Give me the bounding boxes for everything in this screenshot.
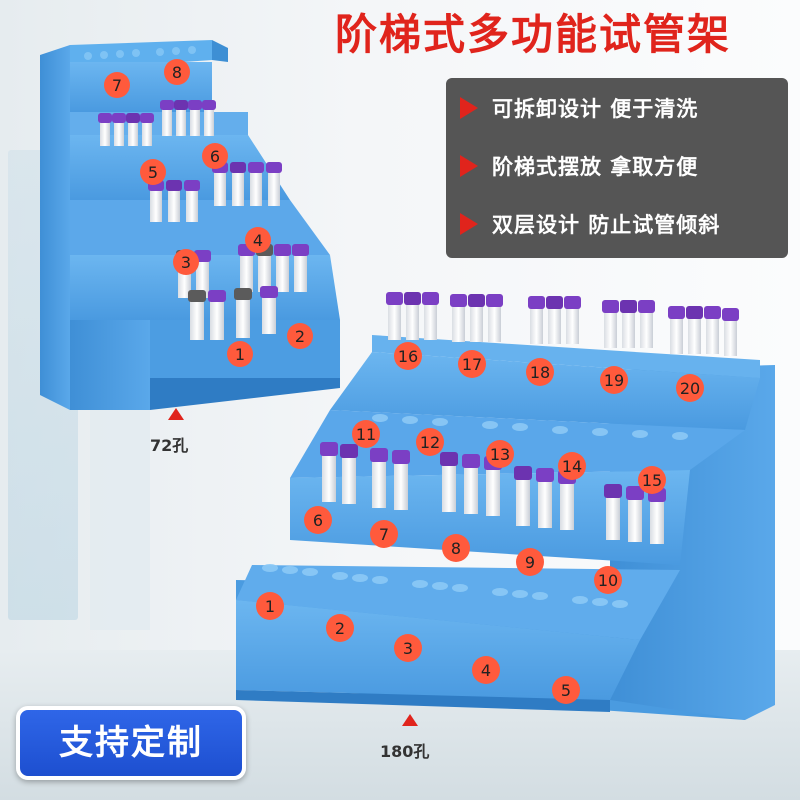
- slot-number-badge: 3: [173, 249, 199, 275]
- feature-text: 阶梯式摆放 拿取方便: [492, 155, 699, 179]
- slot-number-badge: 16: [394, 342, 422, 370]
- svg-text:5: 5: [561, 681, 571, 700]
- slot-number-badge: 2: [287, 323, 313, 349]
- play-triangle-icon: [460, 97, 478, 119]
- up-arrow-icon: [402, 714, 418, 726]
- svg-text:7: 7: [112, 76, 122, 95]
- large-rack-tubes: [320, 292, 739, 544]
- play-triangle-icon: [460, 213, 478, 235]
- slot-number-badge: 6: [304, 506, 332, 534]
- svg-text:9: 9: [525, 553, 535, 572]
- svg-text:15: 15: [642, 471, 662, 490]
- slot-number-badge: 18: [526, 358, 554, 386]
- feature-text: 可拆卸设计 便于清洗: [492, 97, 699, 121]
- small-rack: [40, 40, 340, 410]
- svg-text:1: 1: [265, 597, 275, 616]
- small-rack-number-badges: 7 8 5 6 3 4 1 2: [104, 59, 313, 367]
- svg-text:8: 8: [451, 539, 461, 558]
- svg-text:5: 5: [148, 163, 158, 182]
- svg-text:16: 16: [398, 347, 418, 366]
- svg-text:4: 4: [481, 661, 491, 680]
- slot-number-badge: 5: [140, 159, 166, 185]
- feature-item: 可拆卸设计 便于清洗: [460, 88, 698, 128]
- slot-number-badge: 1: [256, 592, 284, 620]
- svg-text:11: 11: [356, 425, 376, 444]
- slot-number-badge: 14: [558, 452, 586, 480]
- svg-text:4: 4: [253, 231, 263, 250]
- slot-number-badge: 17: [458, 350, 486, 378]
- svg-text:10: 10: [598, 571, 618, 590]
- slot-number-badge: 19: [600, 366, 628, 394]
- feature-text: 双层设计 防止试管倾斜: [492, 213, 721, 237]
- feature-item: 阶梯式摆放 拿取方便: [460, 146, 698, 186]
- product-title: 阶梯式多功能试管架: [334, 10, 731, 59]
- svg-text:3: 3: [181, 253, 191, 272]
- slot-number-badge: 5: [552, 676, 580, 704]
- slot-number-badge: 8: [164, 59, 190, 85]
- svg-text:14: 14: [562, 457, 582, 476]
- slot-number-badge: 7: [370, 520, 398, 548]
- up-arrow-icon: [168, 408, 184, 420]
- slot-number-badge: 3: [394, 634, 422, 662]
- svg-text:19: 19: [604, 371, 624, 390]
- slot-number-badge: 11: [352, 420, 380, 448]
- svg-text:8: 8: [172, 63, 182, 82]
- svg-text:20: 20: [680, 379, 700, 398]
- svg-text:17: 17: [462, 355, 482, 374]
- svg-text:18: 18: [530, 363, 550, 382]
- slot-number-badge: 8: [442, 534, 470, 562]
- slot-number-badge: 20: [676, 374, 704, 402]
- svg-text:7: 7: [379, 525, 389, 544]
- slot-number-badge: 7: [104, 72, 130, 98]
- feature-panel: 可拆卸设计 便于清洗 阶梯式摆放 拿取方便 双层设计 防止试管倾斜: [446, 78, 788, 258]
- small-rack-capacity-label: 72孔: [150, 436, 189, 455]
- slot-number-badge: 12: [416, 428, 444, 456]
- svg-text:2: 2: [335, 619, 345, 638]
- svg-text:2: 2: [295, 327, 305, 346]
- large-rack-capacity-label: 180孔: [380, 742, 430, 761]
- slot-number-badge: 15: [638, 466, 666, 494]
- svg-text:1: 1: [235, 345, 245, 364]
- svg-text:12: 12: [420, 433, 440, 452]
- slot-number-badge: 2: [326, 614, 354, 642]
- slot-number-badge: 13: [486, 440, 514, 468]
- slot-number-badge: 10: [594, 566, 622, 594]
- slot-number-badge: 1: [227, 341, 253, 367]
- slot-number-badge: 9: [516, 548, 544, 576]
- slot-number-badge: 6: [202, 143, 228, 169]
- svg-text:6: 6: [313, 511, 323, 530]
- svg-text:13: 13: [490, 445, 510, 464]
- slot-number-badge: 4: [472, 656, 500, 684]
- svg-text:6: 6: [210, 147, 220, 166]
- play-triangle-icon: [460, 155, 478, 177]
- customization-badge[interactable]: 支持定制: [16, 706, 246, 780]
- feature-item: 双层设计 防止试管倾斜: [460, 204, 720, 244]
- small-rack-tubes: [98, 100, 309, 340]
- large-rack-number-badges: 16 17 18 19 20 11 12 13 14 15 6 7 8 9 10: [256, 342, 704, 704]
- large-rack: [236, 335, 775, 720]
- slot-number-badge: 4: [245, 227, 271, 253]
- svg-text:3: 3: [403, 639, 413, 658]
